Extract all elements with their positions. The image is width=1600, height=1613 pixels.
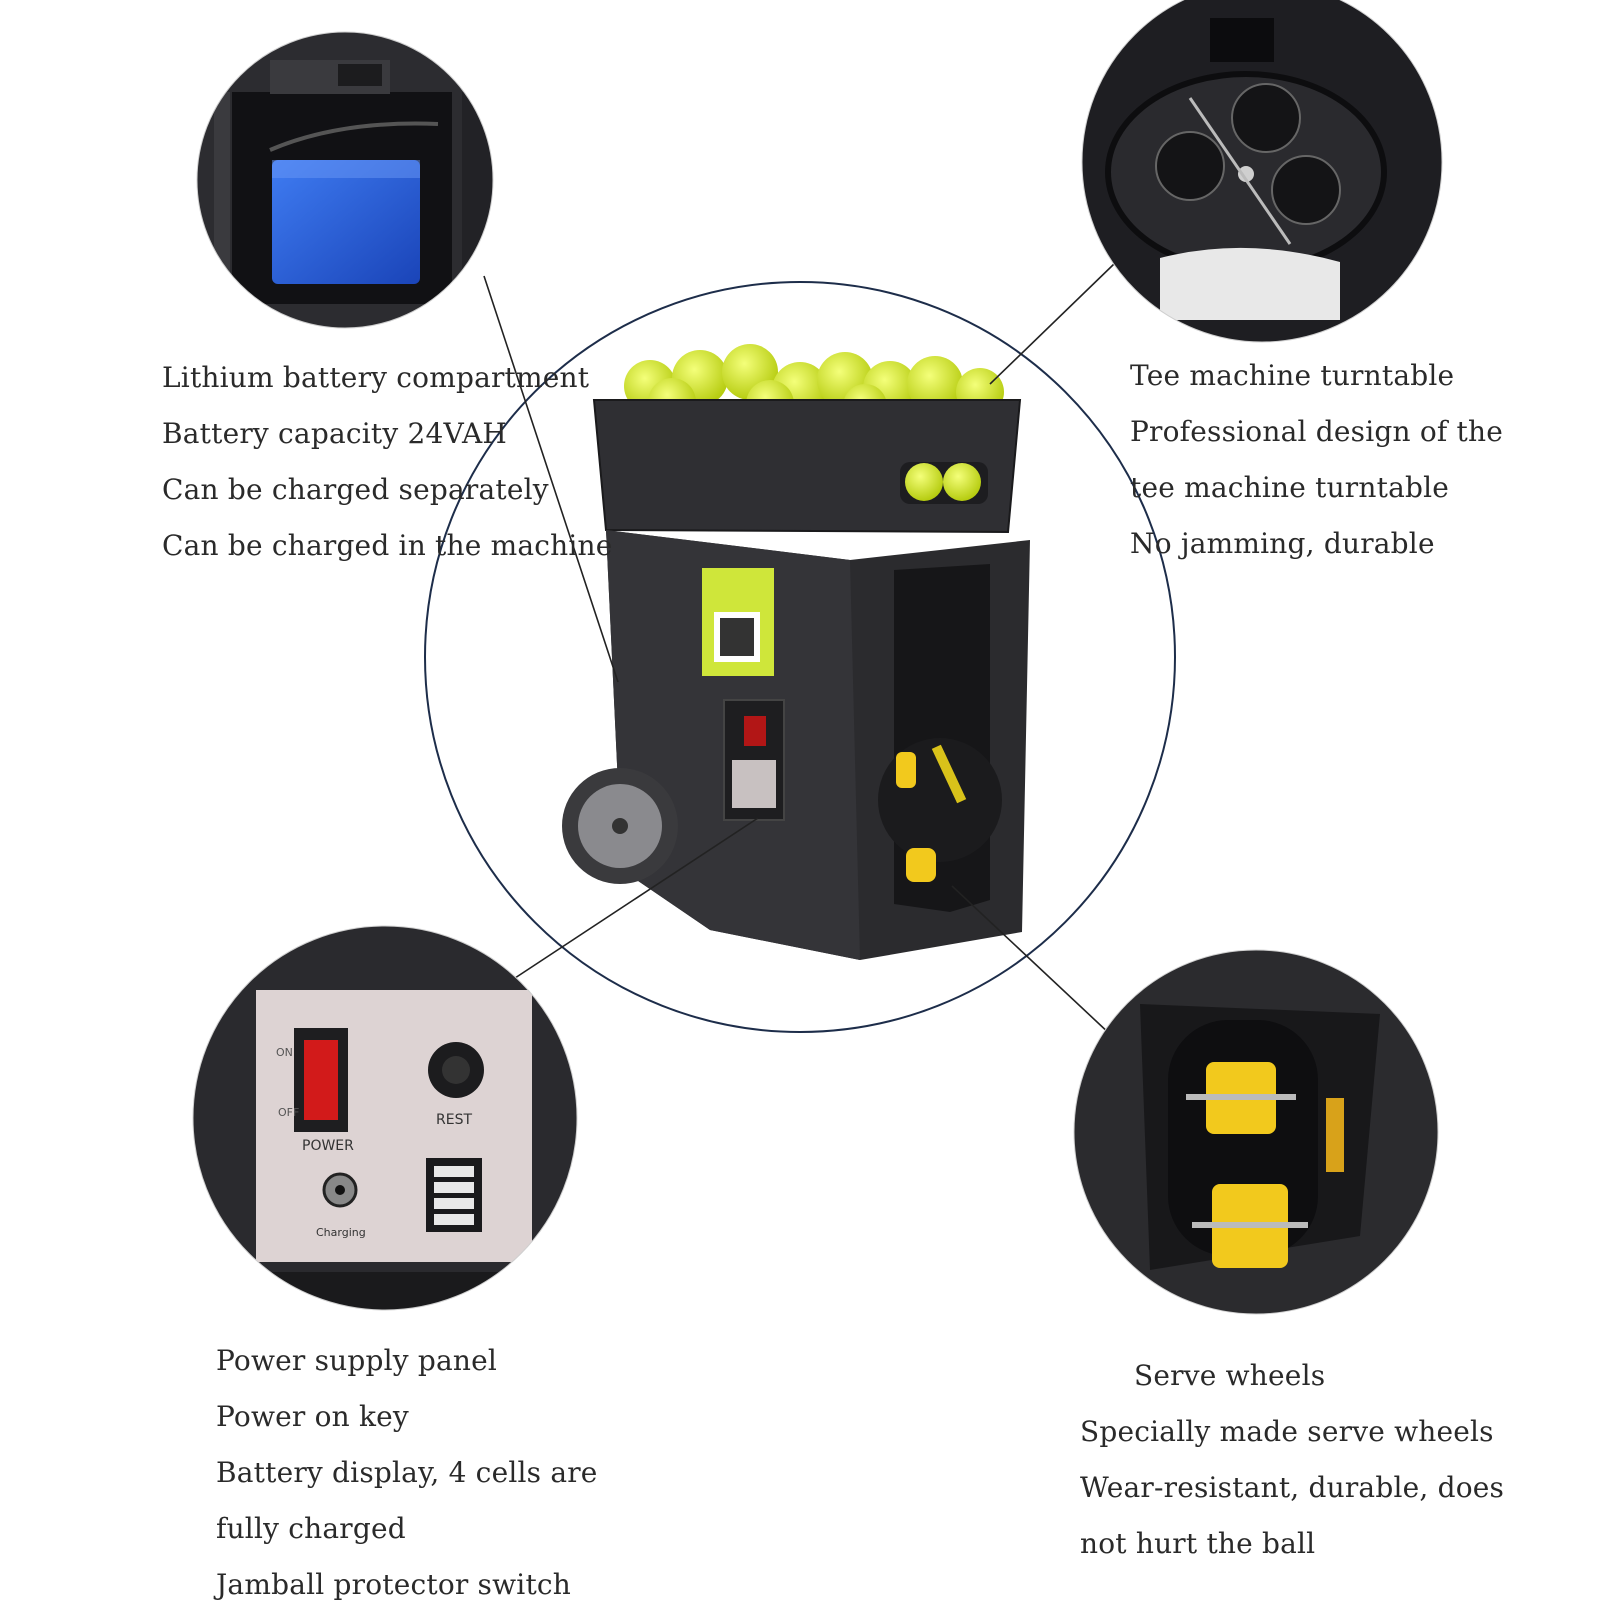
battery-caption-line: Battery capacity 24VAH [162,417,508,450]
power-panel-detail: ON OFF POWER REST Charging [193,926,577,1310]
battery-cell [434,1198,474,1209]
center-highlight-circle [424,281,1176,1033]
battery-pack [272,160,420,284]
turntable-caption-line: Tee machine turntable [1130,359,1455,392]
power-label: POWER [302,1138,354,1154]
switch-off-label: OFF [278,1106,299,1119]
wheels-caption: Serve wheels Specially made serve wheels… [1080,1348,1504,1572]
wheels-caption-line: not hurt the ball [1080,1527,1316,1560]
ball-machine [562,344,1030,960]
wheels-caption-line: Wear-resistant, durable, does [1080,1471,1505,1504]
power-caption-line: Power on key [216,1400,409,1433]
wheels-caption-line: Serve wheels [1134,1359,1326,1392]
battery-cell [434,1214,474,1225]
battery-caption-line: Can be charged in the machine [162,529,613,562]
power-caption-line: fully charged [216,1512,406,1545]
battery-caption: Lithium battery compartment Battery capa… [162,350,613,574]
rest-label: REST [436,1112,472,1128]
wheels-caption-line: Specially made serve wheels [1080,1415,1494,1448]
turntable-caption-line: tee machine turntable [1130,471,1450,504]
battery-cell [434,1182,474,1193]
battery-caption-line: Lithium battery compartment [162,361,590,394]
serve-wheels-detail [1074,950,1438,1314]
turntable-detail [1082,0,1442,342]
battery-caption-line: Can be charged separately [162,473,549,506]
turntable-caption: Tee machine turntable Professional desig… [1130,348,1503,572]
power-caption-line: Jamball protector switch [216,1568,572,1601]
power-caption-line: Battery display, 4 cells are [216,1456,598,1489]
power-caption-line: Power supply panel [216,1344,498,1377]
leader-lines [483,263,1115,1037]
turntable-caption-line: Professional design of the [1130,415,1504,448]
battery-compartment-detail [197,32,493,328]
battery-indicator [426,1158,482,1232]
turntable-caption-line: No jamming, durable [1130,527,1435,560]
battery-cell [434,1166,474,1177]
charging-label: Charging [316,1226,366,1239]
power-caption: Power supply panel Power on key Battery … [216,1333,598,1613]
switch-on-label: ON [276,1046,293,1059]
